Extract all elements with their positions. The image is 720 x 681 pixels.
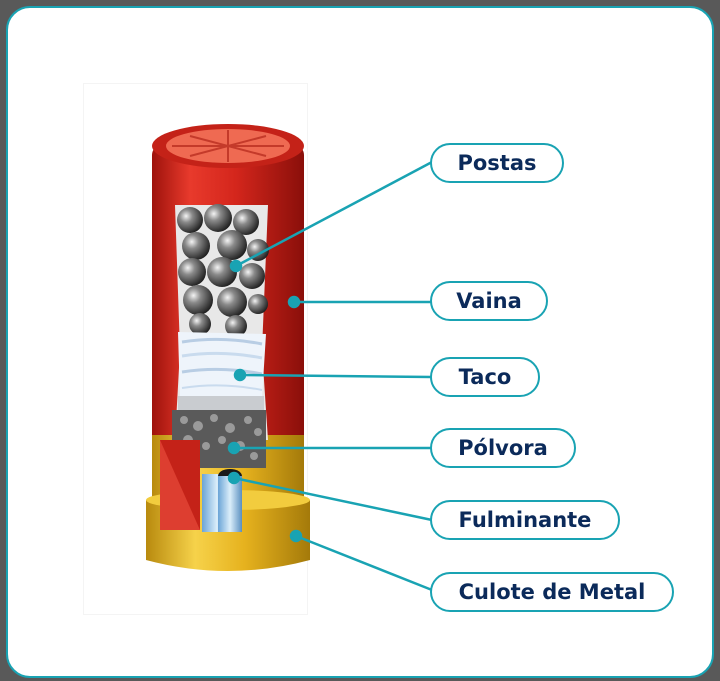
label-polvora: Pólvora [430,428,576,468]
leader-lines [227,160,433,592]
label-vaina: Vaina [430,281,548,321]
label-culote-de-metal: Culote de Metal [430,572,674,612]
wad [178,332,266,410]
label-taco: Taco [430,357,540,397]
label-postas: Postas [430,143,564,183]
shot-pellets [177,204,269,337]
label-fulminante: Fulminante [430,500,620,540]
cutaway-interior [160,204,269,532]
